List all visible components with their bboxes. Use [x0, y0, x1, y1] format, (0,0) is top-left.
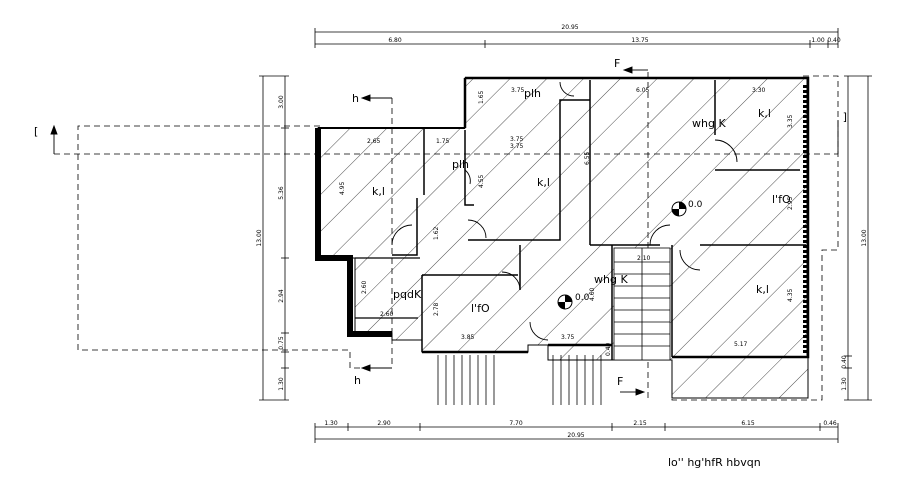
room-bedroom-right: k,l	[756, 283, 769, 296]
dim-top-seg-3: 1.00	[811, 37, 825, 44]
dim-top-seg-4: 0.40	[827, 37, 841, 44]
dim-left-total: 13.00	[256, 229, 263, 246]
int-dim: 2.78	[433, 302, 440, 316]
level-symbol-2	[557, 294, 573, 310]
section-h-top: h	[352, 92, 359, 105]
entry-steps	[437, 355, 602, 405]
dim-bottom-seg-4: 2.15	[633, 420, 647, 427]
int-dim: 3.75	[510, 136, 524, 143]
int-dim: 0.40	[605, 342, 612, 356]
level-label-2: 0.0	[575, 293, 590, 303]
int-dim: 1.62	[433, 226, 440, 240]
room-bedroom-top-right: k,l	[758, 107, 771, 120]
dim-right-seg-2: 0.40	[841, 355, 848, 369]
dim-top-seg-1: 6.80	[388, 37, 402, 44]
dim-left-seg-4: 0.75	[278, 336, 285, 350]
level-symbol-1	[671, 201, 687, 217]
int-dim: 2.65	[367, 138, 381, 145]
level-label-1: 0.0	[688, 200, 703, 210]
room-bedroom-top-left: k,l	[372, 185, 385, 198]
dim-left-seg-3: 2.94	[278, 289, 285, 303]
walls	[315, 76, 810, 360]
room-hall-bottom: l'fO	[471, 302, 490, 315]
room-wc: pqdK	[393, 288, 422, 301]
room-kitchen-mid: whg K	[594, 273, 628, 286]
section-h-bottom: h	[354, 374, 361, 387]
dim-bottom-seg-6: 0.46	[823, 420, 837, 427]
int-dim: 3.35	[787, 114, 794, 128]
room-kitchen-top: whg K	[692, 117, 726, 130]
dim-top-total: 20.95	[561, 24, 578, 31]
int-dim: 4.55	[478, 174, 485, 188]
section-arrows	[50, 66, 839, 396]
hatched-floor	[317, 77, 809, 399]
dim-bottom-seg-5: 6.15	[741, 420, 755, 427]
dim-bottom-seg-2: 2.90	[377, 420, 391, 427]
int-dim: 1.65	[478, 90, 485, 104]
int-dim: 5.17	[734, 341, 748, 348]
int-dim: 2.60	[380, 311, 394, 318]
room-bedroom-top-mid: k,l	[537, 176, 550, 189]
section-left-bracket: [	[34, 125, 38, 138]
int-dim: 1.75	[436, 138, 450, 145]
dim-bottom-seg-3: 7.70	[509, 420, 523, 427]
dim-right-seg-1: 1.30	[841, 377, 848, 391]
dim-left-seg-2: 5.36	[278, 186, 285, 200]
dim-top-seg-2: 13.75	[631, 37, 648, 44]
staircase	[613, 247, 671, 361]
int-dim: 4.95	[339, 181, 346, 195]
int-dim: 3.75	[511, 87, 525, 94]
int-dim: 3.75	[561, 334, 575, 341]
int-dim: 4.60	[589, 287, 596, 301]
section-right-bracket: [	[843, 111, 847, 124]
room-hall-right: l'fO	[772, 193, 791, 206]
int-dim: 3.30	[752, 87, 766, 94]
int-dim: 2.10	[637, 255, 651, 262]
int-dim: 2.60	[361, 280, 368, 294]
int-dim: 3.75	[510, 143, 524, 150]
dim-left-seg-1: 3.00	[278, 95, 285, 109]
int-dim: 3.85	[461, 334, 475, 341]
drawing-caption: lo'' hg'hfR hbvqn	[668, 456, 761, 469]
dimension-lines	[259, 28, 872, 443]
interior-dimensions: 3.75 6.05 3.30 2.65 3.75 1.75 3.75 4.95 …	[339, 87, 794, 356]
section-f-top: F	[614, 57, 620, 70]
dim-bottom-seg-1: 1.30	[324, 420, 338, 427]
dim-left-seg-5: 1.30	[278, 377, 285, 391]
int-dim: 6.05	[636, 87, 650, 94]
int-dim: 6.55	[584, 151, 591, 165]
dim-bottom-total: 20.95	[567, 432, 584, 439]
section-f-bottom: F	[617, 375, 623, 388]
room-passage-top: plh	[524, 87, 541, 100]
int-dim: 2.95	[787, 196, 794, 210]
room-passage-mid: plh	[452, 158, 469, 171]
int-dim: 4.35	[787, 288, 794, 302]
dim-right-total: 13.00	[861, 229, 868, 246]
doors	[391, 81, 738, 341]
